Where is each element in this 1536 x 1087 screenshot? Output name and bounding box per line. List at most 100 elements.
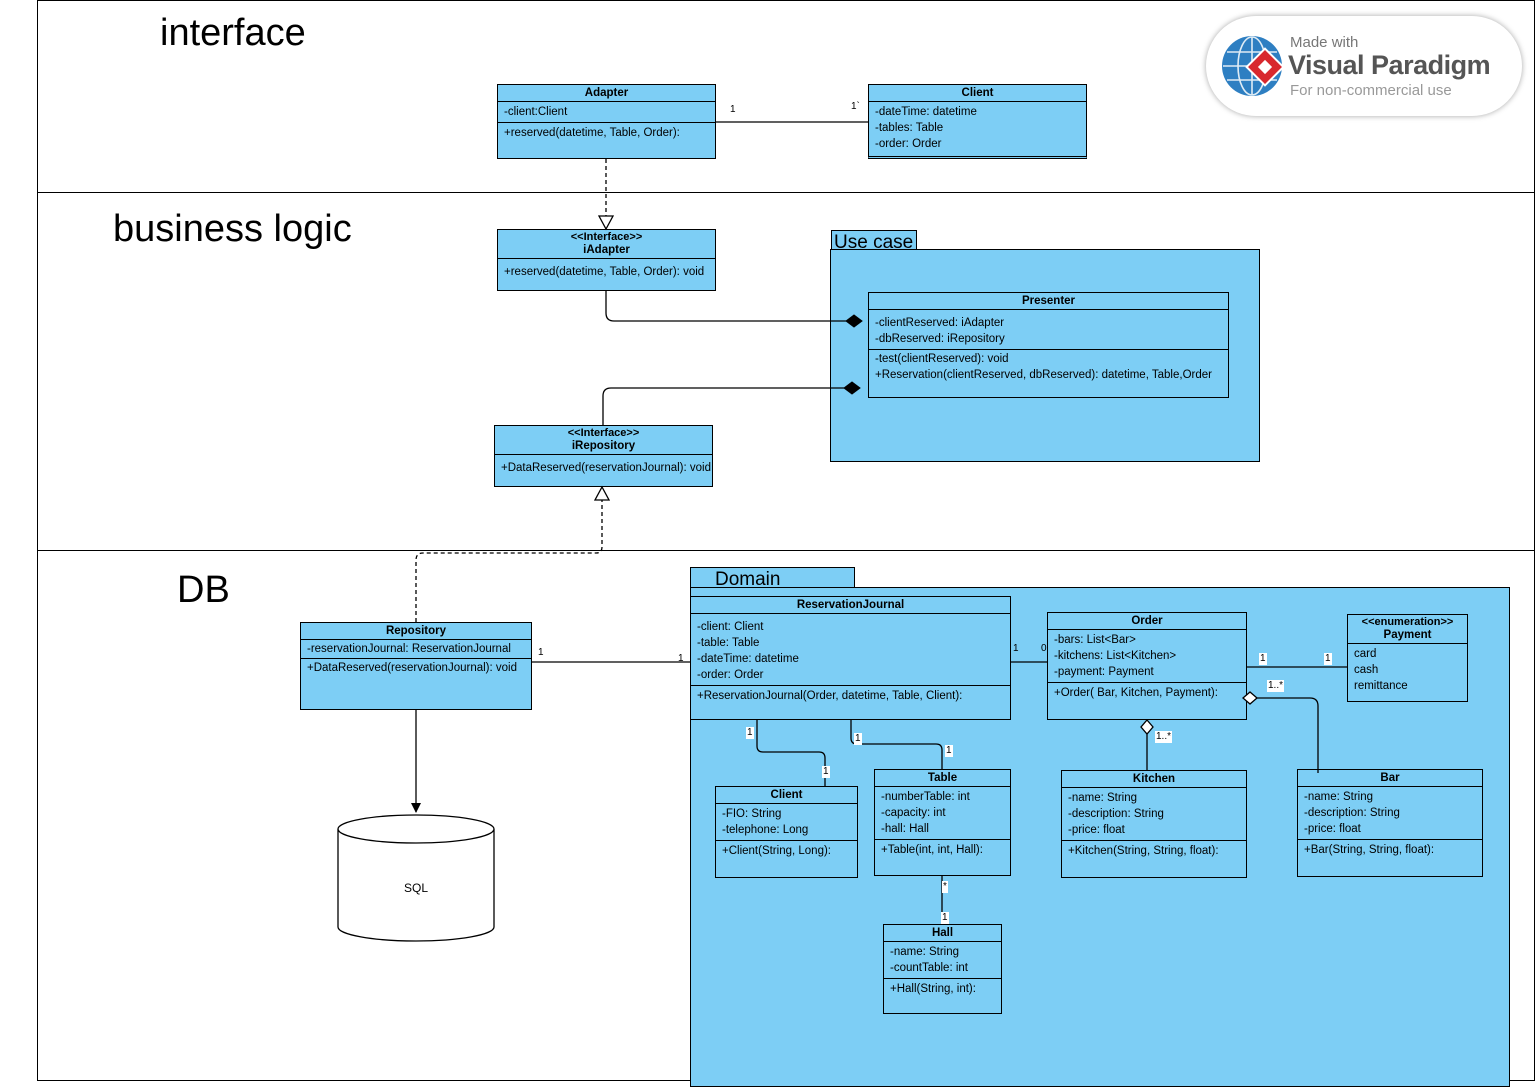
class-name: Table bbox=[875, 770, 1010, 787]
association-reservationjournal-table[interactable] bbox=[850, 720, 943, 769]
multiplicity-label: 1` bbox=[851, 101, 860, 112]
class-hall[interactable]: Hall -name: String -countTable: int +Hal… bbox=[883, 924, 1002, 1014]
attribute: -table: Table bbox=[697, 637, 760, 649]
operations-section: +DataReserved(reservationJournal): void bbox=[301, 659, 531, 677]
aggregation-diamond bbox=[1140, 719, 1154, 735]
attributes-section: -name: String -countTable: int bbox=[884, 942, 1001, 979]
class-name: Presenter bbox=[869, 293, 1228, 310]
multiplicity-label: 1 bbox=[854, 733, 862, 745]
package-domain-label: Domain bbox=[715, 569, 781, 590]
attribute: -countTable: int bbox=[890, 962, 968, 974]
class-order[interactable]: Order -bars: List<Bar> -kitchens: List<K… bbox=[1047, 612, 1247, 720]
class-bar[interactable]: Bar -name: String -description: String -… bbox=[1297, 769, 1483, 877]
attribute: -name: String bbox=[1304, 791, 1374, 803]
sql-database-icon[interactable] bbox=[337, 814, 495, 942]
attributes-section: -bars: List<Bar> -kitchens: List<Kitchen… bbox=[1048, 630, 1246, 683]
class-name: Order bbox=[1048, 613, 1246, 630]
composition-irepository-presenter[interactable] bbox=[602, 387, 844, 425]
attribute: -telephone: Long bbox=[722, 824, 809, 836]
attributes-section: -name: String -description: String -pric… bbox=[1298, 787, 1482, 840]
enum-literal: remittance bbox=[1354, 680, 1408, 692]
composition-iadapter-presenter[interactable] bbox=[605, 291, 846, 322]
attributes-section: -numberTable: int -capacity: int -hall: … bbox=[875, 787, 1010, 840]
class-adapter[interactable]: Adapter -client:Client +reserved(datetim… bbox=[497, 84, 716, 159]
class-name: Bar bbox=[1298, 770, 1482, 787]
operations-section: +ReservationJournal(Order, datetime, Tab… bbox=[691, 686, 1010, 706]
package-domain-tab: Domain bbox=[690, 567, 855, 590]
class-name: Hall bbox=[884, 925, 1001, 942]
operation: +Hall(String, int): bbox=[890, 983, 976, 995]
attribute: -payment: Payment bbox=[1054, 666, 1154, 678]
attribute: -description: String bbox=[1068, 808, 1164, 820]
attribute: -client: Client bbox=[697, 621, 764, 633]
attribute: -kitchens: List<Kitchen> bbox=[1054, 650, 1177, 662]
operations-section: +Hall(String, int): bbox=[884, 979, 1001, 999]
lane-title-interface: interface bbox=[160, 12, 306, 54]
operations-section: +Kitchen(String, String, float): bbox=[1062, 841, 1246, 861]
package-use-case-label: Use case bbox=[834, 232, 914, 253]
class-table[interactable]: Table -numberTable: int -capacity: int -… bbox=[874, 769, 1011, 876]
class-kitchen[interactable]: Kitchen -name: String -description: Stri… bbox=[1061, 770, 1247, 878]
attributes-section: -client:Client bbox=[498, 102, 715, 123]
attribute: -name: String bbox=[1068, 792, 1138, 804]
class-reservation-journal[interactable]: ReservationJournal -client: Client -tabl… bbox=[690, 596, 1011, 720]
operations-section: +DataReserved(reservationJournal): void bbox=[495, 455, 712, 478]
aggregation-order-bar[interactable] bbox=[1256, 697, 1319, 773]
operation: +DataReserved(reservationJournal): void bbox=[307, 662, 517, 674]
attributes-section: -clientReserved: iAdapter -dbReserved: i… bbox=[869, 310, 1228, 350]
enum-payment[interactable]: <<enumeration>>Payment card cash remitta… bbox=[1347, 614, 1468, 702]
operation: +DataReserved(reservationJournal): void bbox=[501, 462, 711, 474]
association-reservationjournal-client[interactable] bbox=[756, 720, 826, 786]
package-use-case-tab: Use case bbox=[831, 230, 917, 253]
attribute: -dbReserved: iRepository bbox=[875, 333, 1005, 345]
composition-diamond bbox=[845, 314, 863, 328]
multiplicity-label: 1 bbox=[1324, 653, 1332, 665]
attributes-section: -dateTime: datetime -tables: Table -orde… bbox=[869, 102, 1086, 154]
attribute: -hall: Hall bbox=[881, 823, 929, 835]
class-name: Repository bbox=[301, 623, 531, 640]
multiplicity-label: 1 bbox=[822, 766, 830, 778]
class-repository[interactable]: Repository -reservationJournal: Reservat… bbox=[300, 622, 532, 710]
class-client-interface[interactable]: Client -dateTime: datetime -tables: Tabl… bbox=[868, 84, 1087, 159]
operations-section: -test(clientReserved): void +Reservation… bbox=[869, 350, 1228, 385]
attribute: -capacity: int bbox=[881, 807, 946, 819]
attribute: -dateTime: datetime bbox=[697, 653, 799, 665]
class-stereotype: <<Interface>> bbox=[567, 427, 640, 439]
operation: +Bar(String, String, float): bbox=[1304, 844, 1435, 856]
multiplicity-label: 1..* bbox=[1267, 680, 1285, 692]
class-client-domain[interactable]: Client -FIO: String -telephone: Long +Cl… bbox=[715, 786, 858, 878]
attribute: -order: Order bbox=[697, 669, 764, 681]
class-header: <<enumeration>>Payment bbox=[1348, 615, 1467, 644]
lane-business-logic bbox=[37, 192, 1535, 551]
class-iadapter[interactable]: <<Interface>>iAdapter +reserved(datetime… bbox=[497, 229, 716, 291]
attribute: -numberTable: int bbox=[881, 791, 970, 803]
realization-repository-irepository[interactable] bbox=[415, 500, 603, 622]
class-name: Client bbox=[869, 85, 1086, 102]
attribute: -name: String bbox=[890, 946, 960, 958]
class-header: <<Interface>>iRepository bbox=[495, 426, 712, 455]
operations-section: +Client(String, Long): bbox=[716, 841, 857, 861]
sql-database-label: SQL bbox=[404, 881, 429, 895]
class-irepository[interactable]: <<Interface>>iRepository +DataReserved(r… bbox=[494, 425, 713, 487]
class-name: iRepository bbox=[571, 440, 636, 452]
operations-section: +reserved(datetime, Table, Order): void bbox=[498, 259, 715, 282]
multiplicity-label: 1 bbox=[945, 745, 953, 757]
class-stereotype: <<Interface>> bbox=[570, 231, 643, 243]
operation: +Order( Bar, Kitchen, Payment): bbox=[1054, 687, 1218, 699]
operation: +Reservation(clientReserved, dbReserved)… bbox=[875, 369, 1212, 381]
attributes-section: -client: Client -table: Table -dateTime:… bbox=[691, 614, 1010, 686]
operations-section: +Order( Bar, Kitchen, Payment): bbox=[1048, 683, 1246, 703]
visual-paradigm-logo-icon bbox=[1222, 36, 1285, 96]
enum-literal: cash bbox=[1354, 664, 1379, 676]
multiplicity-label: 1..* bbox=[1155, 731, 1173, 743]
multiplicity-label: 1 bbox=[1259, 653, 1267, 665]
operations-section: +Bar(String, String, float): bbox=[1298, 840, 1482, 860]
multiplicity-label: 1 bbox=[538, 647, 544, 658]
attribute: -bars: List<Bar> bbox=[1054, 634, 1136, 646]
attribute: -price: float bbox=[1304, 823, 1361, 835]
multiplicity-label: 1 bbox=[746, 727, 754, 739]
class-presenter[interactable]: Presenter -clientReserved: iAdapter -dbR… bbox=[868, 292, 1229, 398]
lane-title-business-logic: business logic bbox=[113, 208, 352, 250]
class-name: Adapter bbox=[498, 85, 715, 102]
